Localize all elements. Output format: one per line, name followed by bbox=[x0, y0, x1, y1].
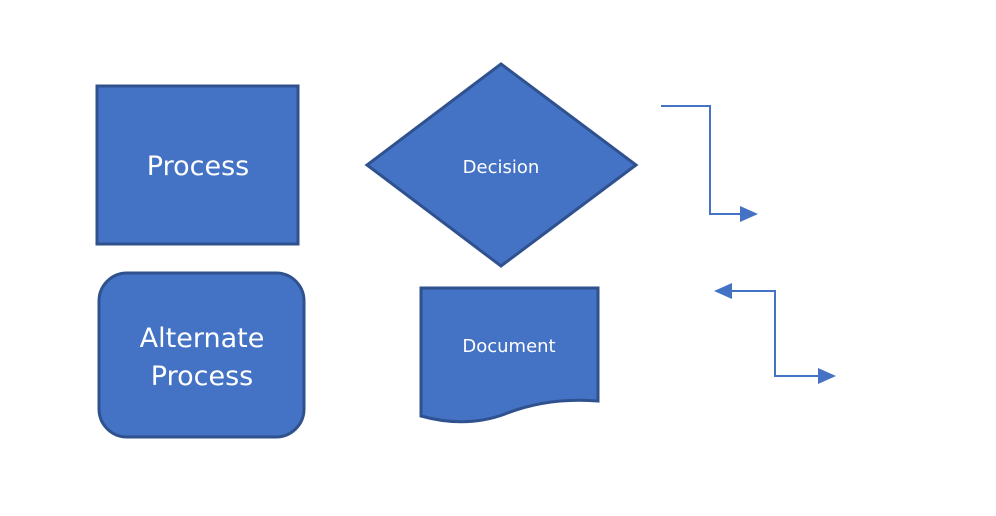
document-label: Document bbox=[462, 336, 555, 357]
decision-label: Decision bbox=[463, 157, 540, 178]
process-shape[interactable]: Process bbox=[95, 84, 300, 246]
decision-shape[interactable]: Decision bbox=[364, 62, 639, 268]
process-box bbox=[95, 84, 300, 246]
elbow-arrow-head bbox=[740, 206, 758, 222]
document-shape[interactable]: Document bbox=[419, 286, 600, 424]
decision-diamond bbox=[364, 62, 639, 268]
alternate-process-box bbox=[97, 271, 306, 439]
elbow-arrow-line bbox=[661, 105, 742, 215]
process-label: Process bbox=[147, 151, 249, 182]
elbow-double-arrow-start-head bbox=[714, 283, 732, 299]
alternate-process-label-line2: Process bbox=[151, 361, 253, 392]
alternate-process-label-line1: Alternate bbox=[140, 323, 265, 354]
elbow-arrow-connector[interactable] bbox=[661, 105, 758, 222]
elbow-double-arrow-end-head bbox=[818, 368, 836, 384]
alternate-process-shape[interactable]: Alternate Process bbox=[97, 271, 306, 439]
elbow-double-arrow-connector[interactable] bbox=[714, 283, 836, 384]
document-outline bbox=[419, 286, 600, 424]
elbow-double-arrow-line bbox=[731, 290, 819, 377]
